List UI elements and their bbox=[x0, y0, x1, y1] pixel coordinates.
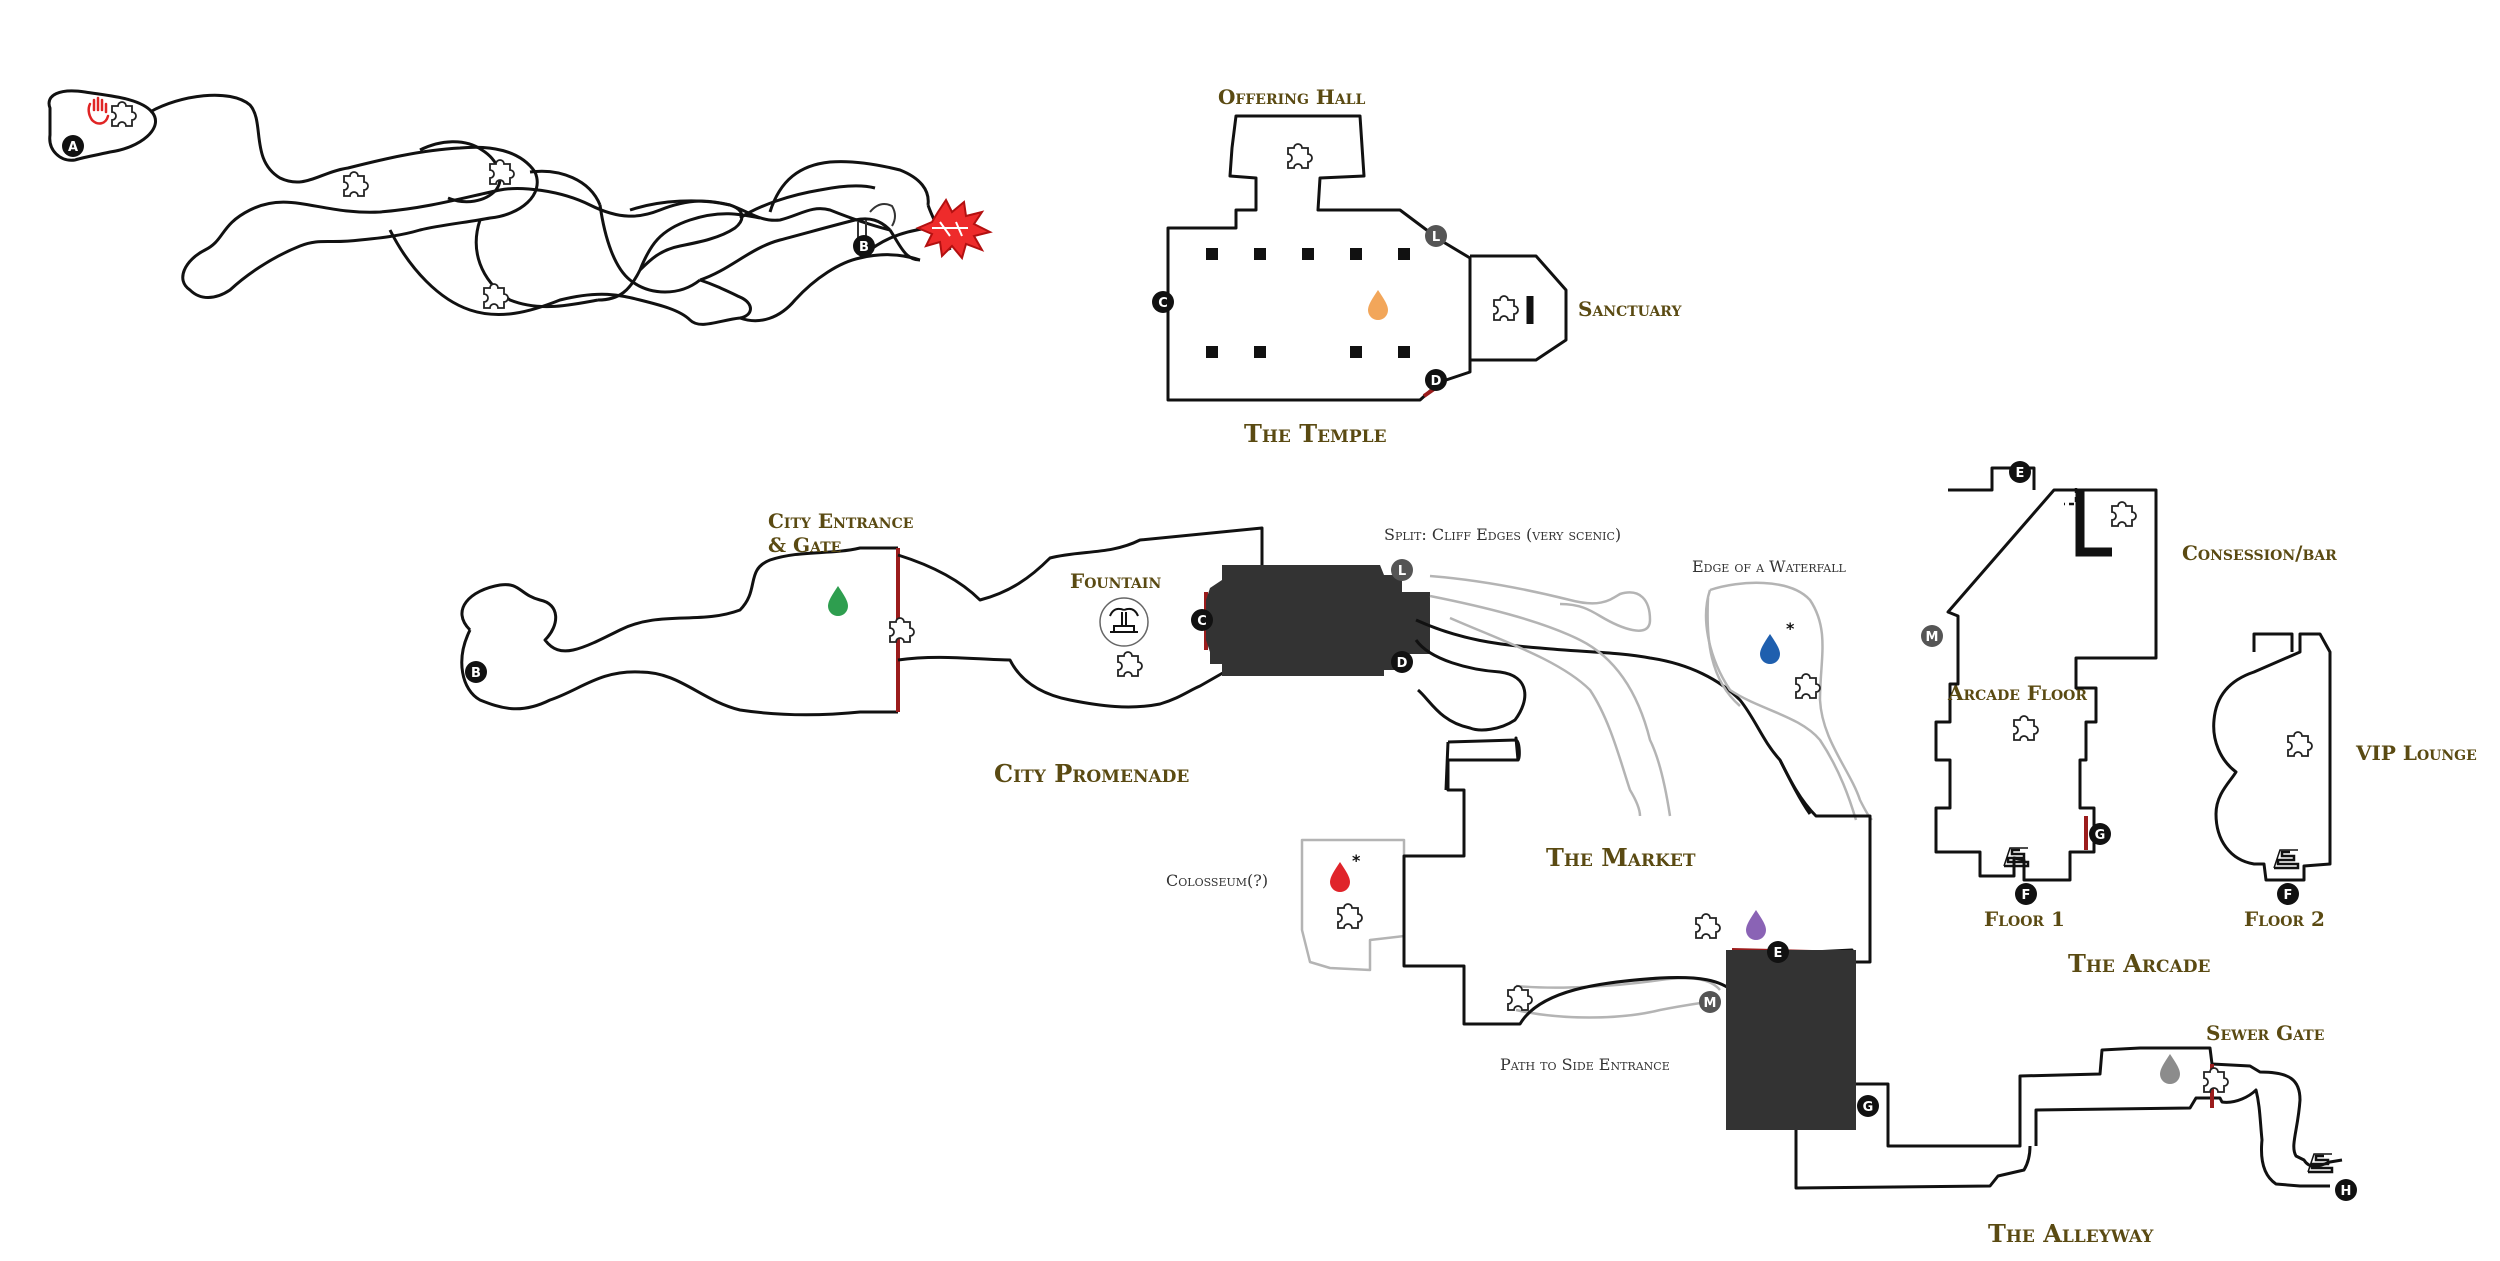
puzzle-piece-icon bbox=[2111, 501, 2137, 527]
alleyway-area bbox=[1794, 1046, 2343, 1190]
svg-text:M: M bbox=[1704, 996, 1717, 1011]
marker-e2: E bbox=[1767, 941, 1789, 963]
marker-l: L bbox=[1425, 225, 1447, 247]
label-fountain: Fountain bbox=[1070, 569, 1161, 593]
label-arcade-floor: Arcade Floor bbox=[1947, 681, 2087, 705]
marker-f: F bbox=[2015, 883, 2037, 905]
marker-d: D bbox=[1425, 369, 1447, 391]
label-city-entrance-gate: & Gate bbox=[768, 533, 841, 557]
label-offering-hall: Offering Hall bbox=[1218, 85, 1365, 109]
svg-text:H: H bbox=[2341, 1184, 2352, 1199]
puzzle-piece-icon bbox=[1117, 651, 1143, 677]
fountain-icon bbox=[1099, 597, 1149, 647]
svg-text:C: C bbox=[1197, 614, 1207, 629]
svg-text:E: E bbox=[1774, 946, 1783, 961]
arcade-floor1-area bbox=[1934, 466, 2158, 882]
marker-h: H bbox=[2335, 1179, 2357, 1201]
svg-text:E: E bbox=[2016, 466, 2025, 481]
cave-area bbox=[47, 89, 993, 326]
label-colosseum: Colosseum(?) bbox=[1166, 871, 1268, 890]
puzzle-piece-icon bbox=[889, 617, 915, 643]
market-area bbox=[1402, 736, 1872, 1130]
title-arcade: The Arcade bbox=[2068, 949, 2210, 978]
svg-text:G: G bbox=[2095, 828, 2106, 843]
svg-text:C: C bbox=[1158, 296, 1168, 311]
marker-b2: B bbox=[465, 661, 487, 683]
title-alleyway: The Alleyway bbox=[1988, 1219, 2154, 1248]
hand-icon bbox=[87, 96, 110, 125]
puzzle-piece-icon bbox=[1507, 985, 1533, 1011]
label-city-entrance: City Entrance bbox=[768, 509, 913, 533]
markers: A B C L D B C L D E M G F F E M G H bbox=[62, 135, 2357, 1201]
marker-c: C bbox=[1152, 291, 1174, 313]
label-floor-1: Floor 1 bbox=[1984, 907, 2065, 931]
asterisk-mark: * bbox=[1786, 619, 1795, 638]
stairs-icon bbox=[2306, 1152, 2334, 1174]
marker-g: G bbox=[2089, 823, 2111, 845]
svg-text:F: F bbox=[2022, 888, 2031, 903]
svg-text:B: B bbox=[471, 666, 481, 681]
puzzle-piece-icon bbox=[2013, 715, 2039, 741]
label-path-side-entrance: Path to Side Entrance bbox=[1500, 1055, 1670, 1074]
label-split-cliff-edges: Split: Cliff Edges (very scenic) bbox=[1384, 525, 1621, 544]
purple-drop-icon bbox=[1746, 910, 1766, 940]
puzzle-piece-icon bbox=[111, 101, 137, 127]
puzzle-piece-icon bbox=[1493, 295, 1519, 321]
puzzle-piece-icon bbox=[489, 159, 515, 185]
title-market: The Market bbox=[1546, 843, 1696, 872]
puzzle-piece-icon bbox=[2287, 731, 2313, 757]
blue-drop-icon bbox=[1760, 634, 1780, 664]
marker-e: E bbox=[2009, 461, 2031, 483]
marker-g2: G bbox=[1857, 1095, 1879, 1117]
svg-text:D: D bbox=[1431, 374, 1442, 389]
puzzle-piece-icon bbox=[1337, 903, 1363, 929]
orange-drop-icon bbox=[1368, 290, 1388, 320]
stairs-icon bbox=[2272, 848, 2300, 870]
puzzle-piece-icon bbox=[1695, 913, 1721, 939]
puzzle-piece-icon bbox=[1287, 143, 1313, 169]
svg-text:B: B bbox=[859, 240, 869, 255]
arcade-floor2-area bbox=[2212, 632, 2332, 882]
label-sanctuary: Sanctuary bbox=[1578, 297, 1683, 321]
label-sewer-gate: Sewer Gate bbox=[2206, 1021, 2324, 1045]
svg-text:L: L bbox=[1432, 230, 1440, 245]
title-city-promenade: City Promenade bbox=[994, 759, 1189, 788]
temple-area bbox=[1166, 114, 1568, 402]
red-drop-icon bbox=[1330, 862, 1350, 892]
label-floor-2: Floor 2 bbox=[2244, 907, 2325, 931]
marker-c2: C bbox=[1191, 609, 1213, 631]
city-promenade-area bbox=[460, 526, 1812, 815]
svg-text:A: A bbox=[68, 140, 78, 155]
label-edge-waterfall: Edge of a Waterfall bbox=[1692, 557, 1847, 576]
asterisk-mark: * bbox=[1352, 851, 1361, 870]
marker-l2: L bbox=[1391, 559, 1413, 581]
puzzle-piece-icon bbox=[1795, 673, 1821, 699]
title-temple: The Temple bbox=[1244, 419, 1387, 448]
puzzle-piece-icon bbox=[483, 283, 509, 309]
puzzle-piece-icon bbox=[2203, 1067, 2229, 1093]
gray-drop-icon bbox=[2160, 1054, 2180, 1084]
marker-b: B bbox=[853, 235, 875, 257]
marker-d2: D bbox=[1391, 651, 1413, 673]
marker-m: M bbox=[1921, 625, 1943, 647]
green-drop-icon bbox=[828, 586, 848, 616]
label-vip-lounge: VIP Lounge bbox=[2355, 741, 2477, 765]
marker-a: A bbox=[62, 135, 84, 157]
marker-m2: M bbox=[1699, 991, 1721, 1013]
svg-text:L: L bbox=[1398, 564, 1406, 579]
svg-text:M: M bbox=[1926, 630, 1939, 645]
svg-text:F: F bbox=[2284, 888, 2293, 903]
svg-text:D: D bbox=[1397, 656, 1408, 671]
svg-text:G: G bbox=[1863, 1100, 1874, 1115]
puzzle-piece-icon bbox=[343, 171, 369, 197]
label-concession-bar: Consession/bar bbox=[2182, 541, 2337, 565]
marker-f2: F bbox=[2277, 883, 2299, 905]
